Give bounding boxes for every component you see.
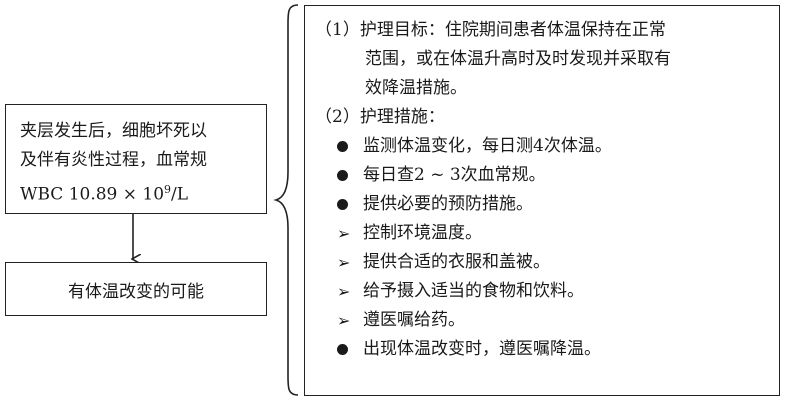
problem-label: 有体温改变的可能	[68, 281, 204, 302]
measure-list: 监测体温变化，每日测4次体温。每日查2 ~ 3次血常规。提供必要的预防措施。 ➢ 控…	[315, 132, 767, 364]
chevron-right-icon: ➢	[337, 281, 351, 301]
measure-text: 每日查2 ~ 3次血常规。	[363, 165, 546, 185]
measure-text: 提供合适的衣服和盖被。	[363, 252, 550, 272]
cause-line: 夹层发生后，细胞坏死以	[20, 121, 207, 141]
wbc-line: WBC 10.89 × 109/L	[20, 175, 256, 210]
measures-heading: （2）护理措施：	[315, 107, 445, 127]
care-plan-box: （1）护理目标：住院期间患者体温保持在正常 范围，或在体温升高时及时发现并采取有…	[304, 5, 780, 396]
measure-item: 出现体温改变时，遵医嘱降温。	[315, 335, 767, 364]
wbc-unit: /L	[171, 184, 189, 205]
measure-text: 遵医嘱给药。	[363, 310, 465, 330]
cause-line: 及伴有炎性过程，血常规	[20, 150, 207, 170]
measure-text: 控制环境温度。	[363, 223, 482, 243]
goal-line: 效降温措施。	[365, 78, 467, 98]
measure-text: 给予摄入适当的食物和饮料。	[363, 281, 584, 301]
measure-text: 监测体温变化，每日测4次体温。	[363, 136, 612, 156]
curly-brace	[273, 4, 299, 396]
measure-item: ➢ 控制环境温度。	[315, 219, 767, 248]
measure-text: 提供必要的预防措施。	[363, 194, 533, 214]
chevron-right-icon: ➢	[337, 252, 351, 272]
goal-line: 范围，或在体温升高时及时发现并采取有	[365, 49, 671, 69]
bullet-dot-icon	[337, 141, 363, 152]
measure-item: ➢ 遵医嘱给药。	[315, 306, 767, 335]
measure-item: ➢ 提供合适的衣服和盖被。	[315, 248, 767, 277]
problem-box: 有体温改变的可能	[5, 262, 267, 316]
chevron-right-icon: ➢	[337, 223, 351, 243]
measure-item: ➢ 给予摄入适当的食物和饮料。	[315, 277, 767, 306]
wbc-value: WBC 10.89 × 10	[20, 184, 165, 205]
measure-item: 监测体温变化，每日测4次体温。	[315, 132, 767, 161]
measure-item: 提供必要的预防措施。	[315, 190, 767, 219]
measure-item: 每日查2 ~ 3次血常规。	[315, 161, 767, 190]
bullet-dot-icon	[337, 199, 363, 210]
bullet-dot-icon	[337, 344, 363, 355]
measure-text: 出现体温改变时，遵医嘱降温。	[363, 339, 601, 359]
wbc-exponent: 9	[164, 183, 172, 196]
cause-box: 夹层发生后，细胞坏死以 及伴有炎性过程，血常规 WBC 10.89 × 109/…	[5, 104, 267, 214]
bullet-dot-icon	[337, 170, 363, 181]
goal-line: （1）护理目标：住院期间患者体温保持在正常	[315, 20, 666, 40]
chevron-right-icon: ➢	[337, 310, 351, 330]
